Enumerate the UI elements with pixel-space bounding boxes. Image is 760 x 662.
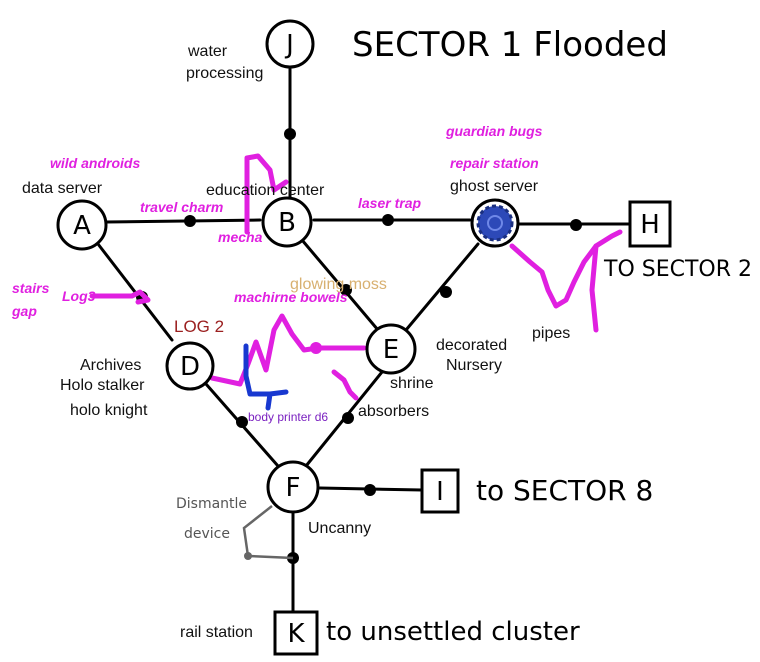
label-dismantle: Dismantle (176, 496, 247, 512)
node-d-letter: D (180, 352, 200, 382)
annot-glowing-moss: glowing moss (290, 276, 387, 293)
node-i-letter: I (436, 477, 444, 507)
edge-a-b (104, 218, 262, 224)
annot-repair-station: repair station (450, 155, 539, 171)
edge-ghost-e (404, 242, 480, 332)
node-h-box (628, 200, 672, 248)
map-title: SECTOR 1 Flooded (352, 25, 668, 65)
pipes-tail (589, 243, 599, 333)
joint (382, 214, 394, 226)
joint (440, 286, 452, 298)
node-j[interactable]: J (265, 19, 315, 69)
annot-log3: Log3 (62, 288, 96, 304)
node-d-circle (165, 341, 215, 391)
node-a[interactable]: A (56, 199, 108, 251)
joint (184, 215, 196, 227)
joint (364, 484, 376, 496)
ghost-server-icon-inner (487, 215, 503, 231)
node-j-circle (265, 19, 315, 69)
node-i[interactable]: I (420, 468, 460, 514)
node-f[interactable]: F (266, 460, 320, 514)
exit-to-sector-8: to SECTOR 8 (476, 474, 653, 507)
node-e[interactable]: E (365, 323, 417, 375)
label-device: device (184, 526, 230, 542)
label-nursery: Nursery (446, 357, 502, 374)
label-shrine: shrine (390, 375, 434, 392)
annot-body-printer: body printer d6 (248, 410, 328, 424)
node-k-letter: K (287, 619, 305, 649)
mecha-mark (244, 153, 289, 235)
dismantle-path (242, 505, 294, 560)
label-uncanny: Uncanny (308, 520, 371, 537)
node-i-box (420, 468, 460, 514)
label-education-center: education center (206, 182, 325, 199)
node-a-circle (56, 199, 108, 251)
node-b[interactable]: B (261, 196, 313, 248)
joints (136, 128, 582, 564)
node-j-letter: J (284, 30, 294, 60)
node-k-box (273, 610, 319, 656)
node-h-letter: H (640, 210, 660, 240)
label-rail-station: rail station (180, 624, 253, 641)
label-decorated: decorated (436, 337, 507, 354)
joint (570, 219, 582, 231)
shrine-mark (331, 369, 359, 401)
pipes-mark (509, 229, 623, 309)
annot-travel-charm: travel charm (140, 199, 223, 215)
bowels-mark (209, 313, 367, 387)
dismantle-joint (244, 552, 252, 560)
joint (236, 416, 248, 428)
joint (340, 284, 352, 296)
annot-guardian-bugs: guardian bugs (445, 123, 543, 139)
annot-stairs: stairs (12, 280, 50, 296)
label-archives: Archives (80, 357, 141, 374)
log3-mark (89, 289, 151, 305)
node-k[interactable]: K (273, 610, 319, 656)
node-b-letter: B (278, 208, 296, 238)
node-d[interactable]: D (165, 341, 215, 391)
label-processing: processing (186, 65, 263, 82)
node-f-circle (266, 460, 320, 514)
dismantle-loop (242, 505, 294, 560)
ghost-server-icon (476, 204, 514, 242)
annot-mecha: mecha (218, 229, 263, 245)
edge-b-e (300, 238, 380, 332)
node-f-letter: F (286, 473, 301, 503)
body-printer-mark (243, 343, 289, 411)
annot-gap: gap (11, 303, 37, 319)
node-ghost-server[interactable] (470, 198, 520, 248)
label-holo-stalker: Holo stalker (60, 377, 145, 394)
label-ghost-server: ghost server (450, 178, 539, 195)
annot-log2: LOG 2 (174, 317, 224, 336)
node-b-circle (261, 196, 313, 248)
annot-laser-trap: laser trap (358, 195, 421, 211)
node-a-letter: A (73, 211, 91, 241)
label-absorbers: absorbers (358, 403, 429, 420)
exit-to-unsettled: to unsettled cluster (326, 617, 580, 647)
label-pipes: pipes (532, 325, 570, 342)
label-data-server: data server (22, 180, 103, 197)
node-h[interactable]: H (628, 200, 672, 248)
label-holo-knight: holo knight (70, 402, 148, 419)
bowels-dot (310, 342, 322, 354)
annot-wild-androids: wild androids (50, 155, 140, 171)
node-e-letter: E (383, 335, 399, 365)
joint (284, 128, 296, 140)
joint (342, 412, 354, 424)
annot-machirne-bowels: machirne bowels (234, 289, 348, 305)
label-water: water (187, 43, 228, 60)
node-e-circle (365, 323, 417, 375)
exit-to-sector-2: TO SECTOR 2 (603, 257, 752, 282)
